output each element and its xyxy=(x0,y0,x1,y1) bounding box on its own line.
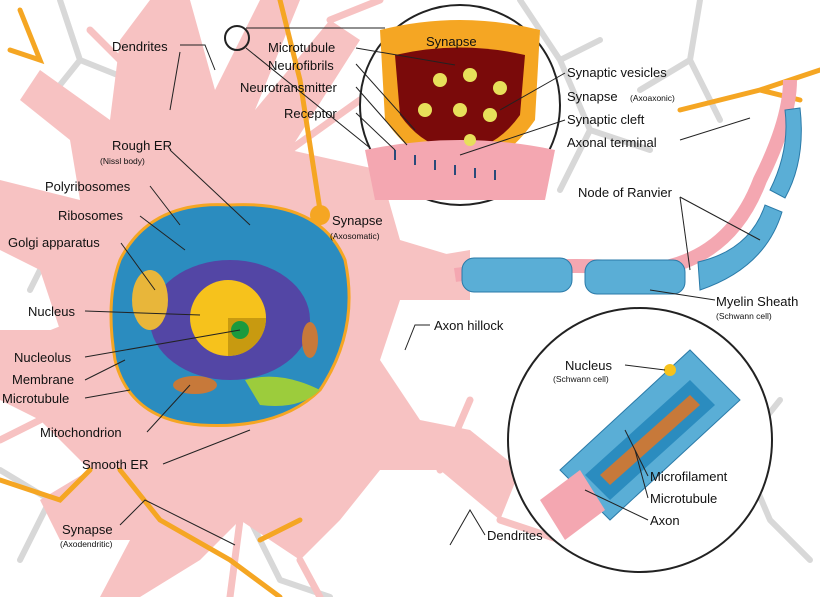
label-synapse-axosomatic: Synapse xyxy=(332,213,383,228)
diagram-labels: Dendrites Rough ER (Nissl body) Polyribo… xyxy=(2,34,798,549)
label-neurofibrils: Neurofibrils xyxy=(268,58,334,73)
mitochondrion xyxy=(302,322,318,358)
label-rough-er-sub: (Nissl body) xyxy=(100,156,145,166)
label-ribosomes: Ribosomes xyxy=(58,208,124,223)
label-nucleus-schwann: Nucleus xyxy=(565,358,612,373)
label-nucleus-schwann-sub: (Schwann cell) xyxy=(553,374,609,384)
label-axon-hillock: Axon hillock xyxy=(434,318,504,333)
axon xyxy=(454,79,802,295)
label-synaptic-cleft: Synaptic cleft xyxy=(567,112,645,127)
label-dendrites-top: Dendrites xyxy=(112,39,168,54)
label-membrane: Membrane xyxy=(12,372,74,387)
leader-lines xyxy=(84,44,761,546)
label-synaptic-vesicles: Synaptic vesicles xyxy=(567,65,667,80)
mitochondrion xyxy=(173,376,217,394)
label-neurotransmitter: Neurotransmitter xyxy=(240,80,337,95)
label-microtubule-inset: Microtubule xyxy=(650,491,717,506)
label-nucleus: Nucleus xyxy=(28,304,75,319)
myelin-segment xyxy=(584,259,686,295)
label-golgi-apparatus: Golgi apparatus xyxy=(8,235,100,250)
smooth-er xyxy=(245,376,320,406)
label-nucleolus: Nucleolus xyxy=(14,350,72,365)
label-microfilament: Microfilament xyxy=(650,469,728,484)
label-node-of-ranvier: Node of Ranvier xyxy=(578,185,673,200)
label-synapse-axodendritic-sub: (Axodendritic) xyxy=(60,539,113,549)
label-microtubule-left: Microtubule xyxy=(2,391,69,406)
label-axon: Axon xyxy=(650,513,680,528)
label-smooth-er: Smooth ER xyxy=(82,457,148,472)
label-myelin-sheath: Myelin Sheath xyxy=(716,294,798,309)
label-dendrites-bottom: Dendrites xyxy=(487,528,543,543)
myelin-segment xyxy=(697,204,783,291)
myelin-segment xyxy=(769,107,802,199)
label-synapse-inset: Synapse xyxy=(426,34,477,49)
axon-inset xyxy=(507,307,773,573)
cytoplasm xyxy=(109,203,351,428)
label-synapse-axoaxonic: Synapse xyxy=(567,89,618,104)
label-polyribosomes: Polyribosomes xyxy=(45,179,131,194)
golgi-apparatus xyxy=(132,270,168,330)
label-rough-er: Rough ER xyxy=(112,138,172,153)
axosomatic-synapse-bulb xyxy=(310,205,330,225)
label-axonal-terminal: Axonal terminal xyxy=(567,135,657,150)
label-synapse-axoaxonic-sub: (Axoaxonic) xyxy=(630,93,675,103)
schwann-nucleus xyxy=(664,364,676,376)
dendrite-branches xyxy=(0,0,564,597)
myelin-segment xyxy=(461,257,573,293)
label-myelin-sheath-sub: (Schwann cell) xyxy=(716,311,772,321)
label-synapse-axodendritic: Synapse xyxy=(62,522,113,537)
label-microtubule-top: Microtubule xyxy=(268,40,335,55)
synapse-inset xyxy=(224,4,561,206)
label-mitochondrion: Mitochondrion xyxy=(40,425,122,440)
synapse-zoom-marker xyxy=(224,25,250,51)
label-synapse-axosomatic-sub: (Axosomatic) xyxy=(330,231,380,241)
label-receptor: Receptor xyxy=(284,106,337,121)
